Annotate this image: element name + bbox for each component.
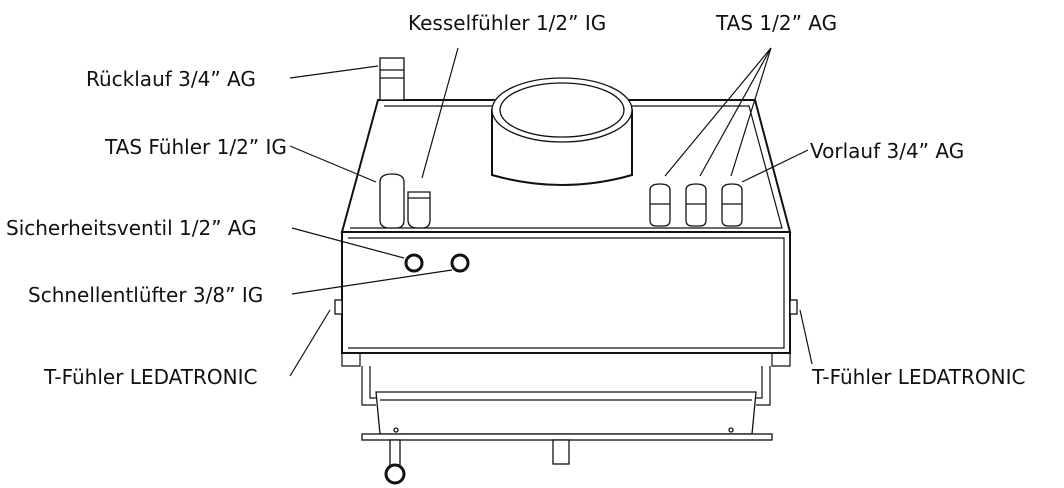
leader-kesselfuehler <box>421 47 459 179</box>
leader-t-fuehler-left <box>289 309 331 377</box>
label-vorlauf: Vorlauf 3/4” AG <box>810 139 964 163</box>
flow-fitting <box>721 183 743 227</box>
return-pipe <box>379 57 405 101</box>
air-vent-port <box>450 253 470 273</box>
boiler-sensor-sleeve <box>407 191 431 229</box>
leader-lines <box>289 47 813 377</box>
label-ruecklauf: Rücklauf 3/4” AG <box>86 67 256 91</box>
tas-fitting-2 <box>685 183 707 227</box>
side-clip-right <box>789 299 798 315</box>
leader-vorlauf <box>741 149 809 183</box>
leader-tas-1 <box>664 47 772 177</box>
tas-sensor-sleeve <box>379 173 405 229</box>
leader-sicherheitsventil <box>291 227 405 259</box>
label-kesselfuehler: Kesselfühler 1/2” IG <box>408 11 606 35</box>
label-tas: TAS 1/2” AG <box>715 11 837 35</box>
label-schnellentluefter: Schnellentlüfter 3/8” IG <box>28 283 263 307</box>
leader-tas-3 <box>730 47 772 177</box>
label-t-fuehler-left: T-Fühler LEDATRONIC <box>43 365 257 389</box>
flue-collar <box>491 77 633 186</box>
bottom-frame <box>361 366 773 441</box>
side-clip-left <box>334 299 343 315</box>
label-t-fuehler-right: T-Fühler LEDATRONIC <box>811 365 1025 389</box>
tas-fitting-1 <box>649 183 671 227</box>
drain-ring <box>384 439 406 485</box>
leader-ruecklauf <box>289 65 379 79</box>
drain-stub <box>552 439 570 465</box>
label-sicherheitsventil: Sicherheitsventil 1/2” AG <box>6 216 257 240</box>
leader-tas-fuehler <box>289 145 377 183</box>
leader-schnellentluefter <box>291 269 453 295</box>
safety-valve-port <box>404 253 424 273</box>
label-tas-fuehler: TAS Fühler 1/2” IG <box>104 135 287 159</box>
leader-t-fuehler-right <box>799 309 813 365</box>
leader-tas-2 <box>699 47 772 177</box>
